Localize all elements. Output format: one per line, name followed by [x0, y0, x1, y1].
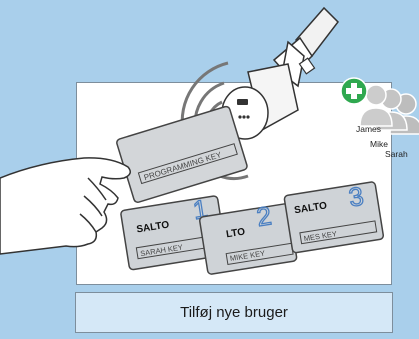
user-name-james: James: [356, 124, 381, 134]
programming-key-card: PROGRAMMING KEY: [116, 106, 248, 204]
hand-illustration: [0, 158, 130, 254]
user-name-sarah: Sarah: [385, 149, 408, 159]
users-group-icon: James Mike Sarah: [341, 78, 419, 159]
caption-text: Tilføj nye bruger: [180, 304, 288, 321]
user-name-mike: Mike: [370, 139, 388, 149]
user-card-3: SALTO MES KEY 3: [283, 179, 383, 254]
add-user-badge: [341, 78, 367, 104]
lock-cylinder-icon: [222, 8, 338, 139]
caption-box: Tilføj nye bruger: [75, 292, 393, 333]
